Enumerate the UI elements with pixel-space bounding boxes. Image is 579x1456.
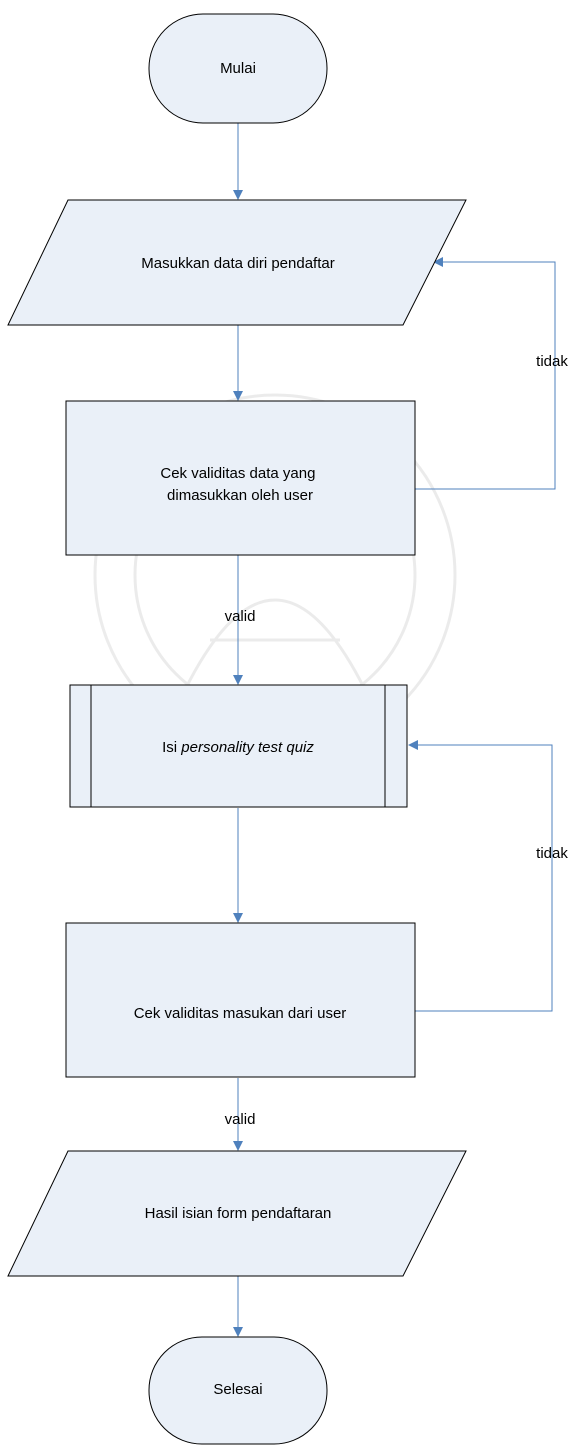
quiz-label: Isi personality test quiz [162,739,314,756]
arrow-check-data-no-loop [415,257,556,490]
output-node: Hasil isian form pendaftaran [7,1150,467,1277]
end-label: Selesai [213,1381,262,1398]
start-label: Mulai [220,60,256,77]
input-data-label: Masukkan data diri pendaftar [141,255,334,272]
arrow-check-input-no-loop [408,740,553,1012]
quiz-node: Isi personality test quiz [69,684,408,808]
input-data-node: Masukkan data diri pendaftar [7,199,467,326]
quiz-label-italic: personality test quiz [180,739,314,756]
output-label: Hasil isian form pendaftaran [145,1205,332,1222]
start-node: Mulai [148,13,328,124]
check-input-node: Cek validitas masukan dari user [65,922,416,1078]
check-input-label: Cek validitas masukan dari user [134,1005,347,1022]
check-data-node: Cek validitas data yang dimasukkan oleh … [65,400,416,556]
connectors [233,123,556,1337]
valid-label-1: valid [225,608,256,625]
check-data-label: Cek validitas data yang dimasukkan oleh … [160,465,319,504]
end-node: Selesai [148,1336,328,1445]
check-data-label-line2: dimasukkan oleh user [167,487,313,504]
no-label-2: tidak [536,845,568,862]
quiz-label-prefix: Isi [162,739,181,756]
check-data-label-line1: Cek validitas data yang [160,465,315,482]
valid-label-2: valid [225,1111,256,1128]
no-label-1: tidak [536,353,568,370]
